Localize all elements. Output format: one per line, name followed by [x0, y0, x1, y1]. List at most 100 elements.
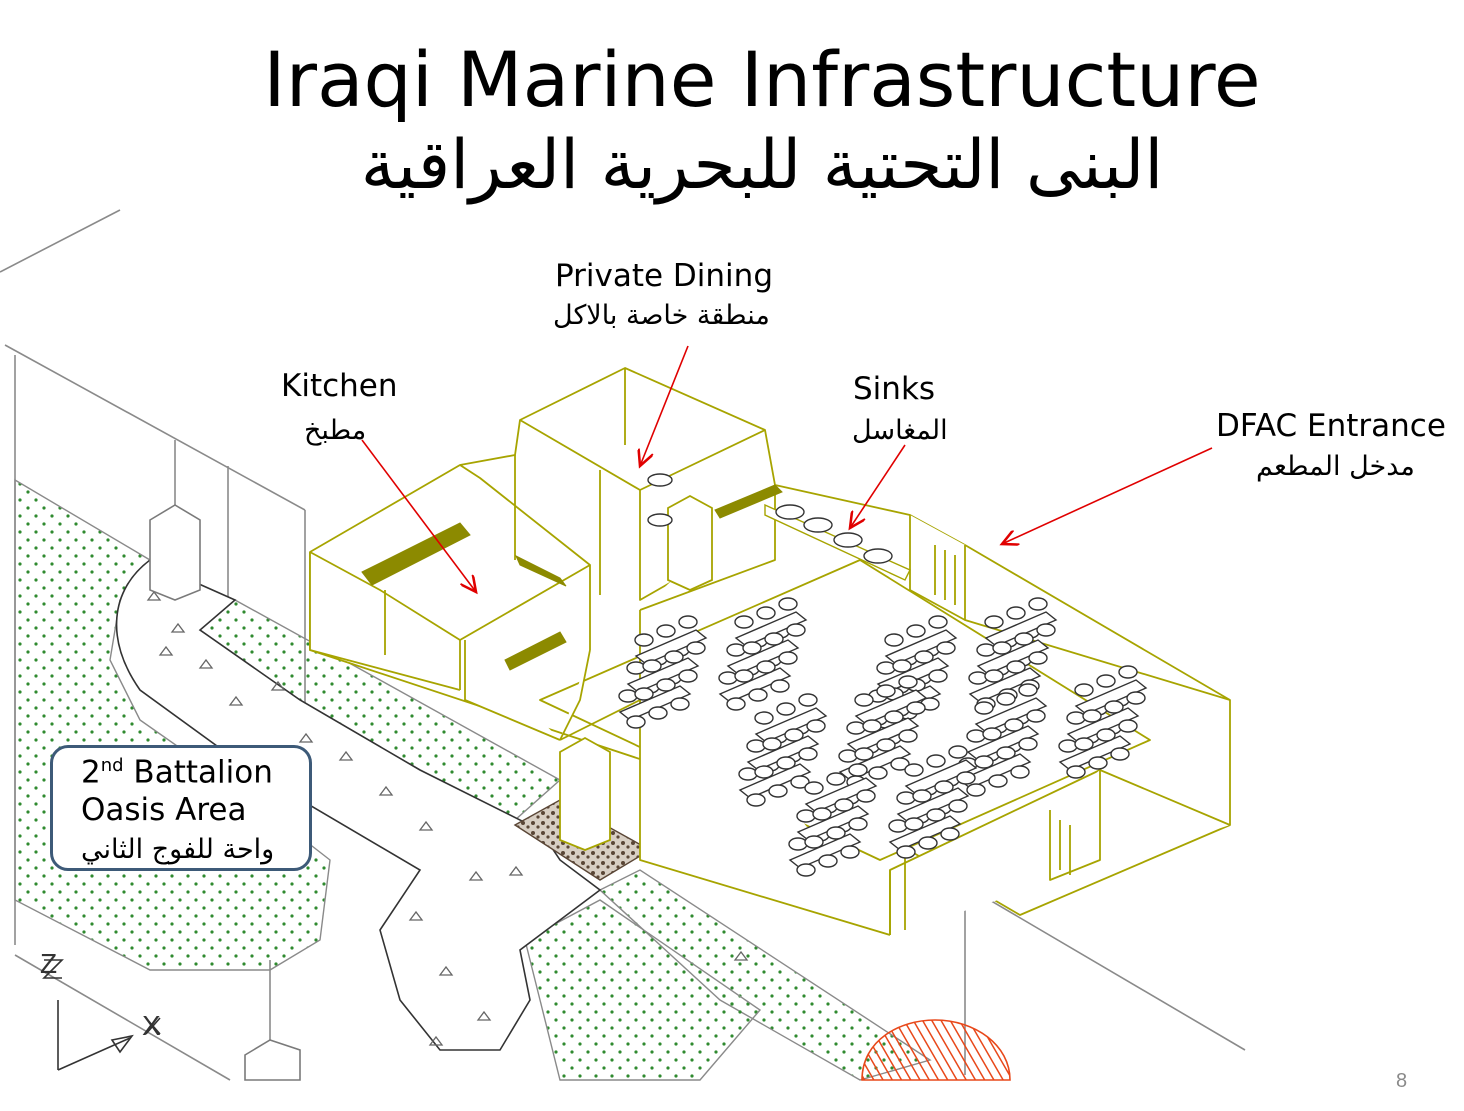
slide-title: Iraqi Marine Infrastructure [263, 35, 1261, 124]
dining-table [958, 753, 1032, 789]
dining-chair [764, 632, 784, 646]
slide-number: 8 [1396, 1070, 1408, 1092]
dining-chair [826, 772, 846, 786]
dining-chair [868, 766, 888, 780]
label-dfac-entrance-arabic: مدخل المطعم [1256, 451, 1415, 482]
dining-chair [966, 729, 986, 743]
dining-chair [1014, 632, 1034, 646]
dining-chair [948, 745, 968, 759]
dining-chair [778, 651, 798, 665]
dining-chair [1096, 728, 1116, 742]
dining-chair [746, 739, 766, 753]
dining-chair [756, 660, 776, 674]
dining-chair [1096, 674, 1116, 688]
dining-chair [974, 755, 994, 769]
dining-chair [854, 747, 874, 761]
dining-table [896, 787, 970, 823]
dining-chair [936, 641, 956, 655]
dining-chair [976, 643, 996, 657]
columns-olive [559, 494, 713, 851]
dining-table [796, 805, 870, 841]
dining-chair [770, 679, 790, 693]
dining-chair [1018, 737, 1038, 751]
dining-table [976, 639, 1050, 675]
label-kitchen: Kitchen [281, 368, 398, 404]
dining-chair [906, 701, 926, 715]
dining-table [626, 657, 700, 693]
oasis-area-callout: 2nd Battalion Oasis Area واحة للفوج الثا… [50, 745, 312, 871]
dining-chair [996, 692, 1016, 706]
dining-chair [678, 615, 698, 629]
dining-chair [1004, 718, 1024, 732]
dining-table [968, 667, 1042, 703]
dining-chair [968, 671, 988, 685]
dining-chair [734, 615, 754, 629]
dining-chair [678, 669, 698, 683]
dining-chair [926, 808, 946, 822]
dining-chair [934, 780, 954, 794]
dining-chair [892, 659, 912, 673]
dining-chair [642, 659, 662, 673]
dining-table [754, 707, 828, 743]
axis-z-label: Z [40, 948, 58, 979]
dining-chair [686, 641, 706, 655]
oasis-line-2: Oasis Area [81, 792, 247, 828]
dining-chair [670, 697, 690, 711]
dining-chair [1018, 683, 1038, 697]
label-private-dining: Private Dining [555, 258, 773, 294]
dining-chair [776, 702, 796, 716]
hatched-area [861, 1019, 1011, 1081]
dining-chair [748, 688, 768, 702]
label-sinks-arabic: المغاسل [852, 415, 948, 446]
dining-chair [940, 827, 960, 841]
dining-chair [726, 697, 746, 711]
dining-table [854, 689, 928, 725]
dining-table [718, 667, 792, 703]
dining-chair [1066, 765, 1086, 779]
label-dfac-entrance: DFAC Entrance [1216, 408, 1446, 444]
dining-chair [1082, 709, 1102, 723]
dining-chair [846, 721, 866, 735]
dining-chair [786, 623, 806, 637]
dining-chair [798, 747, 818, 761]
dining-chair [1006, 660, 1026, 674]
dining-chair [974, 701, 994, 715]
dining-chair [798, 693, 818, 707]
dining-chair [926, 754, 946, 768]
oasis-line-1: 2nd Battalion [81, 748, 273, 790]
dining-chair [834, 798, 854, 812]
dining-chair [856, 789, 876, 803]
dining-chair [876, 684, 896, 698]
dining-chair [784, 728, 804, 742]
dining-table [726, 639, 800, 675]
dining-chair [854, 693, 874, 707]
dining-chair [848, 817, 868, 831]
dining-table [1074, 679, 1148, 715]
dining-chair [762, 737, 782, 751]
walkway-markers [146, 590, 749, 1046]
dining-chair [988, 774, 1008, 788]
dining-table [618, 685, 692, 721]
dining-chair [966, 783, 986, 797]
dining-chair [918, 836, 938, 850]
dining-chair [984, 615, 1004, 629]
dining-chair [982, 727, 1002, 741]
dining-table [974, 697, 1048, 733]
dining-table [788, 833, 862, 869]
dining-table [884, 629, 958, 665]
label-kitchen-arabic: مطبخ [304, 415, 367, 446]
dining-chair [838, 749, 858, 763]
dining-chair [756, 606, 776, 620]
dining-chair [876, 738, 896, 752]
dining-chair [928, 669, 948, 683]
dining-chair [1028, 651, 1048, 665]
dining-chair [912, 789, 932, 803]
dining-chair [796, 863, 816, 877]
dining-chair [1118, 665, 1138, 679]
dining-chair [884, 633, 904, 647]
counters [361, 484, 783, 671]
oasis-battalion-text: Battalion [123, 754, 273, 791]
dining-chair [896, 791, 916, 805]
dining-chair [626, 661, 646, 675]
